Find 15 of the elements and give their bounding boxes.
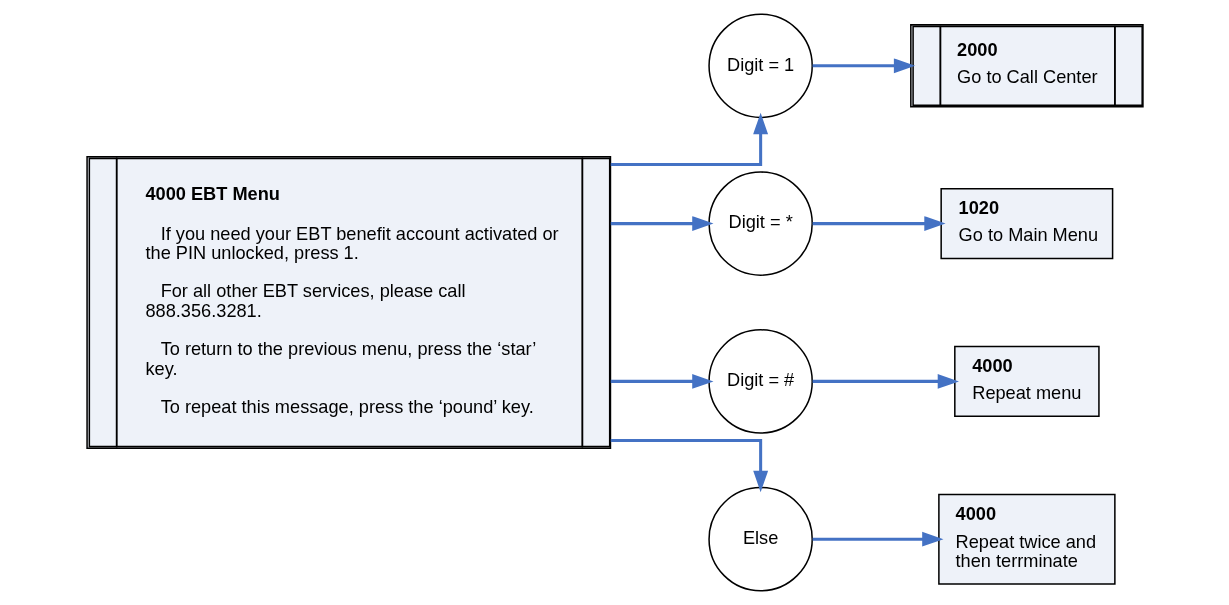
node-circle: Digit = 1: [707, 13, 813, 119]
arrow: [812, 373, 959, 389]
arrow: [610, 112, 768, 166]
arrow: [812, 58, 915, 74]
node-circle: Else: [707, 486, 813, 592]
arrow: [610, 439, 768, 493]
node-circle: Digit = #: [707, 329, 813, 434]
arrow: [812, 531, 943, 547]
arrow: [610, 373, 713, 389]
node-box: 4000 Repeat twice and then terrminate: [937, 493, 1116, 585]
node-box: 4000 Repeat menu: [953, 345, 1100, 418]
node-circle: Digit = *: [707, 171, 813, 276]
arrow: [812, 216, 946, 232]
arrow: [610, 216, 713, 232]
node-box: 1020 Go to Main Menu: [939, 187, 1113, 260]
